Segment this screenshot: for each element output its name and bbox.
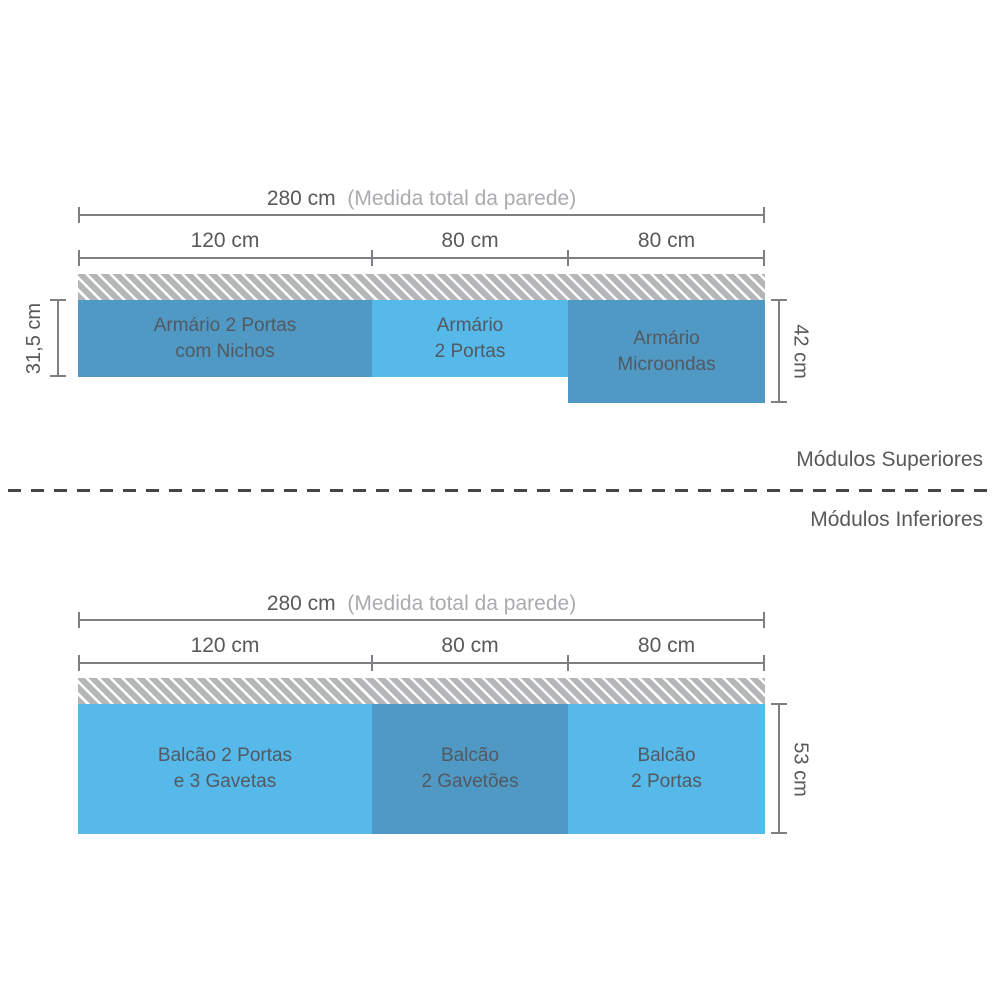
lower-seg-tick-1 (78, 655, 80, 671)
module-label-line1: Balcão (637, 745, 696, 766)
module-armario-2-portas: Armário 2 Portas (372, 300, 568, 377)
module-label-line2: 2 Gavetões (421, 771, 519, 792)
lower-seg-tick-4 (763, 655, 765, 671)
upper-segment-label-3: 80 cm (637, 229, 696, 252)
lower-seg-tick-2 (371, 655, 373, 671)
upper-left-height-cap-top (50, 299, 66, 301)
upper-left-height-value: 31,5 cm (23, 302, 46, 375)
caption-modulos-inferiores: Módulos Inferiores (810, 508, 983, 531)
upper-wall-hatch (78, 274, 765, 300)
upper-seg-tick-4 (763, 250, 765, 266)
lower-total-width-label: 280 cm (Medida total da parede) (78, 592, 765, 616)
module-label-line1: Balcão (440, 745, 500, 766)
upper-right-height-value: 42 cm (789, 324, 812, 379)
module-label-line2: com Nichos (175, 340, 275, 362)
upper-right-height-dim-line (778, 300, 780, 403)
module-label-line1: Armário (633, 327, 700, 349)
lower-total-dim-tick-left (78, 612, 80, 628)
module-label-line2: 2 Portas (631, 771, 702, 792)
lower-total-value: 280 cm (266, 592, 336, 615)
upper-total-note-text: (Medida total da parede) (347, 187, 577, 210)
module-label-line2: 2 Portas (434, 340, 506, 362)
lower-total-dim-tick-right (763, 612, 765, 628)
lower-total-dim-line (78, 619, 765, 621)
module-label-line1: Armário 2 Portas (153, 314, 297, 336)
lower-segment-dim-line (78, 662, 765, 664)
module-label-line1: Balcão 2 Portas (157, 745, 293, 766)
module-armario-microondas: Armário Microondas (568, 300, 765, 403)
upper-left-height-cap-bottom (50, 375, 66, 377)
lower-wall-hatch (78, 678, 765, 704)
upper-total-value: 280 cm (266, 187, 336, 210)
lower-right-height-dim-line (778, 704, 780, 834)
upper-right-height-cap-bottom (771, 401, 787, 403)
upper-seg-tick-1 (78, 250, 80, 266)
module-balcao-2-gavetoes: Balcão 2 Gavetões (372, 704, 568, 834)
lower-right-height-label: 53 cm (783, 704, 817, 834)
upper-total-dim-tick-right (763, 207, 765, 223)
module-balcao-2-portas: Balcão 2 Portas (568, 704, 765, 834)
upper-total-dim-line (78, 214, 765, 216)
lower-segment-label-2: 80 cm (441, 634, 499, 657)
upper-segment-dim-line (78, 257, 765, 259)
upper-total-dim-tick-left (78, 207, 80, 223)
dashed-divider (8, 489, 996, 492)
lower-right-height-cap-bottom (771, 832, 787, 834)
caption-modulos-superiores: Módulos Superiores (796, 448, 983, 471)
upper-seg-tick-3 (567, 250, 569, 266)
module-label-line1: Armário (436, 314, 504, 336)
lower-segment-label-3: 80 cm (637, 634, 696, 657)
module-balcao-2-portas-3-gavetas: Balcão 2 Portas e 3 Gavetas (78, 704, 372, 834)
lower-right-height-value: 53 cm (789, 741, 812, 797)
module-armario-2-portas-nichos: Armário 2 Portas com Nichos (78, 300, 372, 377)
upper-right-height-label: 42 cm (783, 300, 817, 403)
module-label-line2: e 3 Gavetas (173, 771, 277, 792)
upper-total-width-label: 280 cm (Medida total da parede) (78, 187, 765, 211)
lower-right-height-cap-top (771, 703, 787, 705)
upper-segment-label-2: 80 cm (441, 229, 499, 252)
upper-segment-label-1: 120 cm (190, 229, 260, 252)
lower-total-note-text: (Medida total da parede) (347, 592, 577, 615)
upper-right-height-cap-top (771, 299, 787, 301)
upper-left-height-label: 31,5 cm (18, 300, 52, 377)
upper-left-height-dim-line (57, 300, 59, 377)
lower-seg-tick-3 (567, 655, 569, 671)
lower-segment-label-1: 120 cm (190, 634, 260, 657)
module-label-line2: Microondas (617, 353, 716, 375)
upper-seg-tick-2 (371, 250, 373, 266)
